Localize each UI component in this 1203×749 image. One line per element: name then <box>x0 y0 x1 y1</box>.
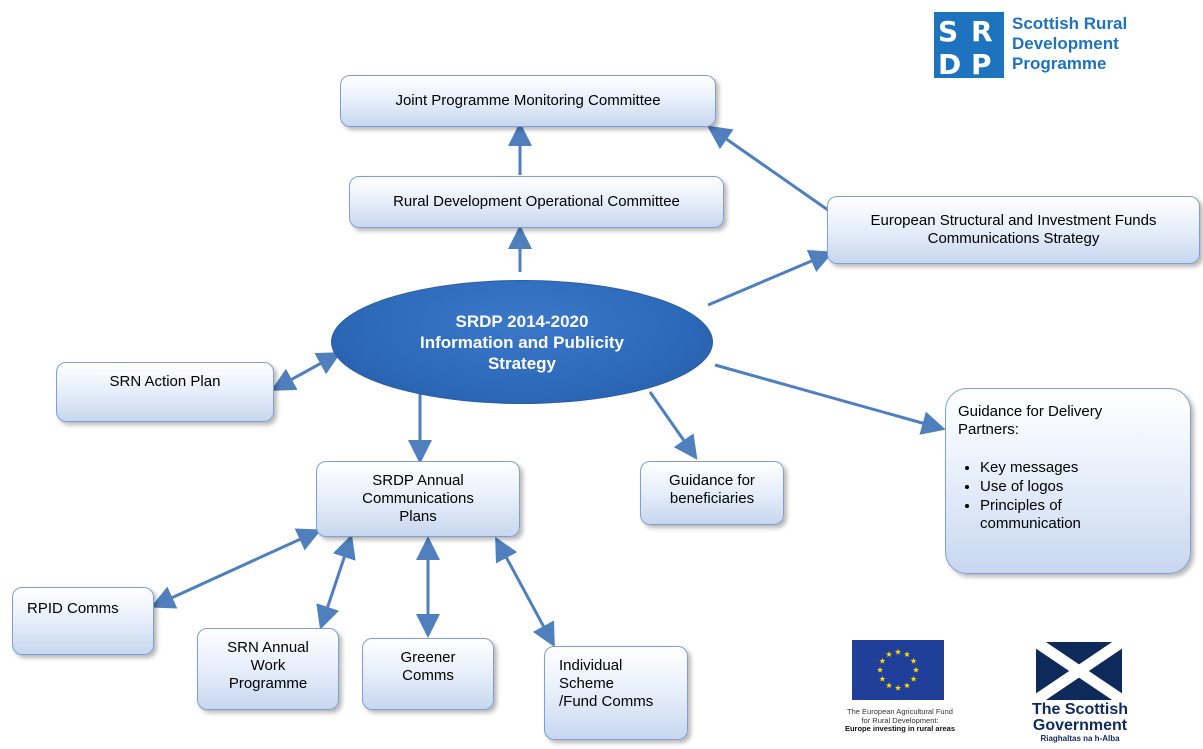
arrow-esif-to-joint <box>707 125 829 212</box>
arrow-annual-scheme <box>495 536 555 648</box>
scheme-comms-label: Individual Scheme /Fund Comms <box>559 657 654 710</box>
bullet-principles: Principles of communication <box>980 497 1178 533</box>
scottish-government-wordmark: The Scottish Government Riaghaltas na h-… <box>1018 702 1142 744</box>
guidance-beneficiaries-label: Guidance for beneficiaries <box>669 472 755 507</box>
center-line-2: Information and Publicity <box>419 332 624 352</box>
center-line-3: Strategy <box>487 353 556 373</box>
arrow-annual-rpid <box>150 528 322 609</box>
joint-committee-box: Joint Programme Monitoring Committee <box>340 75 716 127</box>
saltire-flag-icon <box>1036 642 1122 700</box>
arrow-ellipse-to-beneficiaries <box>648 391 698 460</box>
eu-caption-3: Europe investing in rural areas <box>844 724 956 733</box>
annual-plans-label: SRDP Annual Communications Plans <box>362 472 474 525</box>
srdp-line-1: Scottish Rural <box>1012 14 1128 33</box>
center-line-1: SRDP 2014-2020 <box>455 311 589 331</box>
srdp-wordmark: Scottish Rural Development Programme <box>1012 14 1127 74</box>
central-strategy-ellipse: SRDP 2014-2020 Information and Publicity… <box>331 280 713 404</box>
srdp-mark-d: D <box>938 48 961 78</box>
srdp-mark-icon: S R D P <box>934 12 1004 78</box>
eu-star-icon <box>894 648 902 655</box>
srn-action-plan-label: SRN Action Plan <box>109 373 221 390</box>
rural-committee-box: Rural Development Operational Committee <box>349 176 724 228</box>
sg-line-2: Government <box>1032 717 1128 734</box>
arrow-ellipse-to-esif <box>707 249 834 307</box>
srdp-logo: S R D P Scottish Rural Development Progr… <box>934 12 1164 78</box>
arrow-ellipse-srn-action <box>270 352 342 391</box>
srdp-mark-s: S <box>938 15 958 48</box>
eu-star-icon <box>903 651 911 657</box>
sg-line-3: Riaghaltas na h-Alba <box>1040 734 1120 743</box>
eu-star-icon <box>912 666 920 673</box>
eu-star-icon <box>879 657 886 664</box>
eu-caption-2: for Rural Development: <box>861 715 939 725</box>
srdp-mark-p: P <box>971 48 992 78</box>
scheme-comms-box: Individual Scheme /Fund Comms <box>544 646 688 740</box>
eu-star-icon <box>876 666 884 673</box>
rpid-comms-label: RPID Comms <box>27 600 119 617</box>
rpid-comms-box: RPID Comms <box>12 587 154 655</box>
srn-action-plan-box: SRN Action Plan <box>56 362 274 422</box>
eu-star-icon <box>903 682 911 689</box>
annual-plans-box: SRDP Annual Communications Plans <box>316 461 520 537</box>
rural-committee-label: Rural Development Operational Committee <box>393 193 680 210</box>
eu-caption-1: The European Agricultural Fund <box>847 707 953 716</box>
esif-strategy-label: European Structural and Investment Funds… <box>870 212 1157 247</box>
srdp-line-3: Programme <box>1012 54 1107 73</box>
greener-comms-label: Greener Comms <box>400 649 456 684</box>
guidance-beneficiaries-box: Guidance for beneficiaries <box>640 461 784 525</box>
joint-committee-label: Joint Programme Monitoring Committee <box>395 92 661 109</box>
eu-star-icon <box>910 675 917 682</box>
eu-star-icon <box>885 651 893 657</box>
arrow-annual-srn-work <box>316 534 356 630</box>
eu-star-icon <box>910 657 917 664</box>
eu-star-icon <box>879 675 886 682</box>
delivery-partners-title: Guidance for Delivery Partners: <box>958 403 1103 438</box>
bullet-key-messages: Key messages <box>980 459 1178 477</box>
bullet-use-of-logos: Use of logos <box>980 478 1178 496</box>
eu-flag-icon <box>852 640 944 700</box>
esif-strategy-box: European Structural and Investment Funds… <box>827 196 1200 264</box>
eu-star-icon <box>885 682 893 689</box>
srn-work-programme-box: SRN Annual Work Programme <box>197 628 339 710</box>
delivery-partners-box: Guidance for Delivery Partners: Key mess… <box>945 388 1191 574</box>
srdp-mark-r: R <box>971 15 993 48</box>
eu-caption: The European Agricultural Fund for Rural… <box>820 707 980 734</box>
srdp-line-2: Development <box>1012 34 1119 53</box>
arrow-ellipse-to-partners <box>714 363 946 435</box>
sg-line-1: The Scottish <box>1031 701 1128 718</box>
greener-comms-box: Greener Comms <box>362 638 494 710</box>
eu-star-icon <box>894 684 902 691</box>
srn-work-programme-label: SRN Annual Work Programme <box>227 639 309 692</box>
delivery-partners-list: Key messages Use of logos Principles of … <box>958 459 1178 533</box>
